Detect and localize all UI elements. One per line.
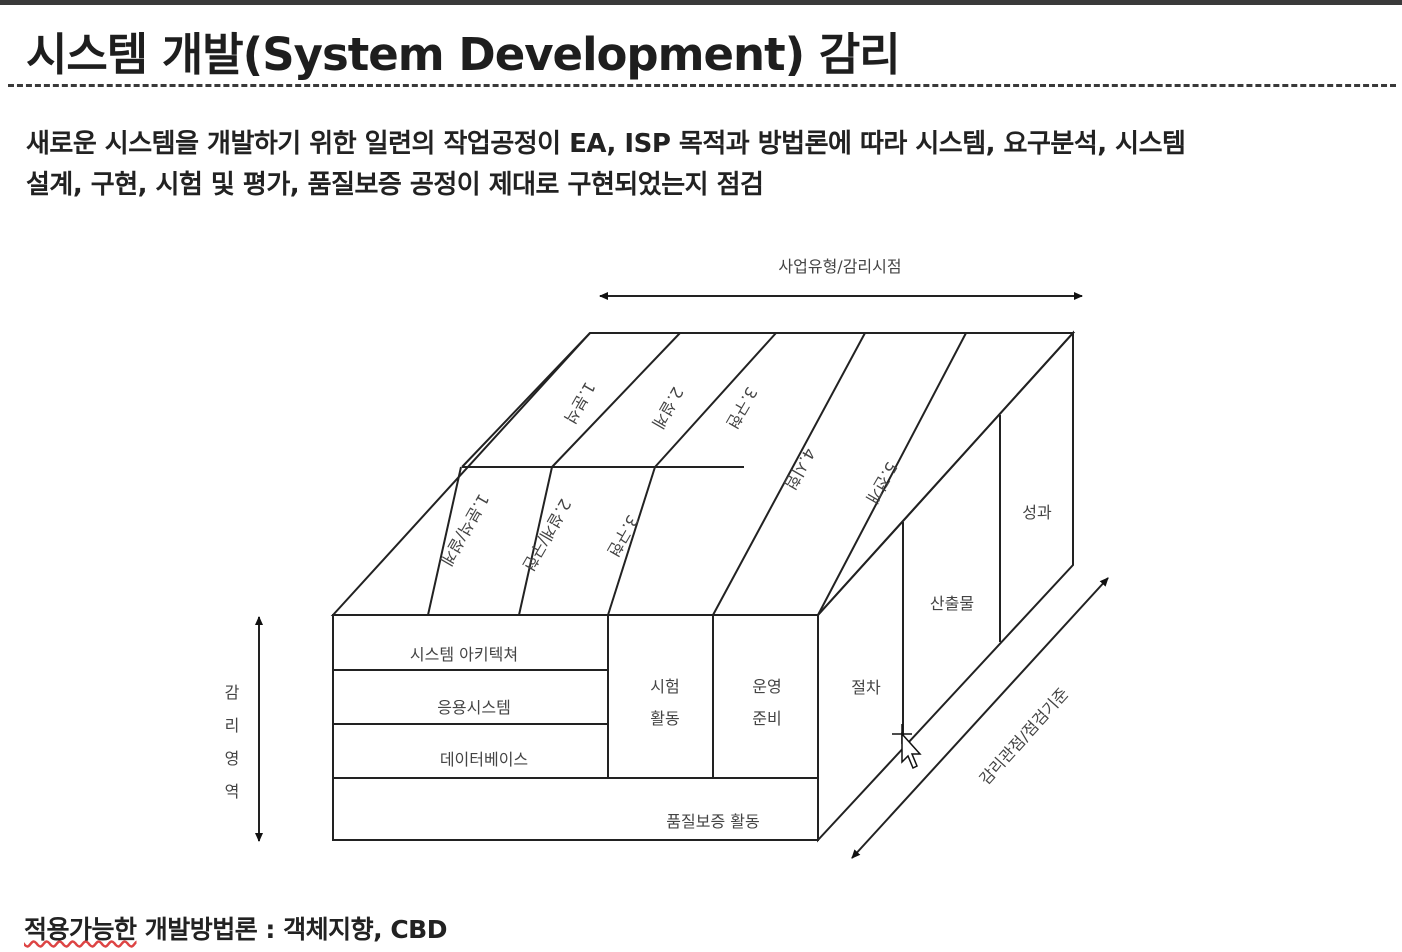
mouse-cursor-icon bbox=[892, 724, 922, 770]
description-line-2: 설계, 구현, 시험 및 평가, 품질보증 공정이 제대로 구현되었는지 점검 bbox=[26, 170, 764, 200]
side-face-outline bbox=[817, 330, 1074, 843]
front-row-label: 시스템 아키텍쳐 bbox=[410, 645, 518, 664]
top-back-label: 3.구현 bbox=[722, 384, 761, 432]
top-front-label: 2.설계/구현 bbox=[519, 496, 575, 574]
left-axis-char: 역 bbox=[225, 782, 240, 801]
top-stage-label: 4.시험 bbox=[780, 445, 819, 493]
ops-column-label: 준비 bbox=[752, 709, 781, 728]
front-face-outline bbox=[332, 614, 819, 841]
top-back-label: 2.설계 bbox=[648, 384, 687, 432]
left-axis-label: 감 리 영 역 bbox=[225, 683, 240, 801]
description-line-1: 새로운 시스템을 개발하기 위한 일련의 작업공정이 EA, ISP 목적과 방… bbox=[26, 129, 1186, 159]
front-row-label: 응용시스템 bbox=[437, 698, 511, 717]
top-face-outline bbox=[330, 332, 1076, 616]
side-label-result: 성과 bbox=[1022, 503, 1052, 522]
footer-label: 적용가능한 bbox=[24, 915, 137, 944]
test-column-label: 활동 bbox=[650, 709, 679, 728]
left-axis-char: 리 bbox=[225, 716, 240, 735]
top-axis-label: 사업유형/감리시점 bbox=[778, 257, 901, 276]
left-axis-char: 영 bbox=[225, 749, 240, 768]
methodology-footer: 적용가능한 개발방법론 : 객체지향, CBD bbox=[24, 910, 447, 946]
test-column-label: 시험 bbox=[650, 677, 679, 696]
front-row-label: 데이터베이스 bbox=[440, 750, 528, 769]
description: 새로운 시스템을 개발하기 위한 일련의 작업공정이 EA, ISP 목적과 방… bbox=[26, 124, 1398, 206]
side-label-procedure: 절차 bbox=[851, 678, 881, 697]
footer-text: 개발방법론 : 객체지향, CBD bbox=[136, 915, 448, 944]
ops-column-label: 운영 bbox=[752, 677, 781, 696]
top-border bbox=[0, 0, 1402, 5]
depth-axis-arrow bbox=[851, 577, 1109, 859]
top-back-label: 1.분석 bbox=[560, 379, 599, 427]
top-stage-label: 5.전개 bbox=[862, 459, 901, 507]
title-divider bbox=[8, 84, 1396, 87]
top-front-label: 3.구현 bbox=[603, 512, 642, 560]
top-front-label: 1.분석/설계 bbox=[437, 491, 493, 569]
qa-activity-label: 품질보증 활동 bbox=[666, 812, 759, 831]
page-title: 시스템 개발(System Development) 감리 bbox=[26, 28, 901, 81]
side-label-output: 산출물 bbox=[930, 594, 974, 613]
depth-axis-label: 감리관점/점검기준 bbox=[976, 684, 1073, 788]
left-axis-char: 감 bbox=[225, 683, 240, 702]
